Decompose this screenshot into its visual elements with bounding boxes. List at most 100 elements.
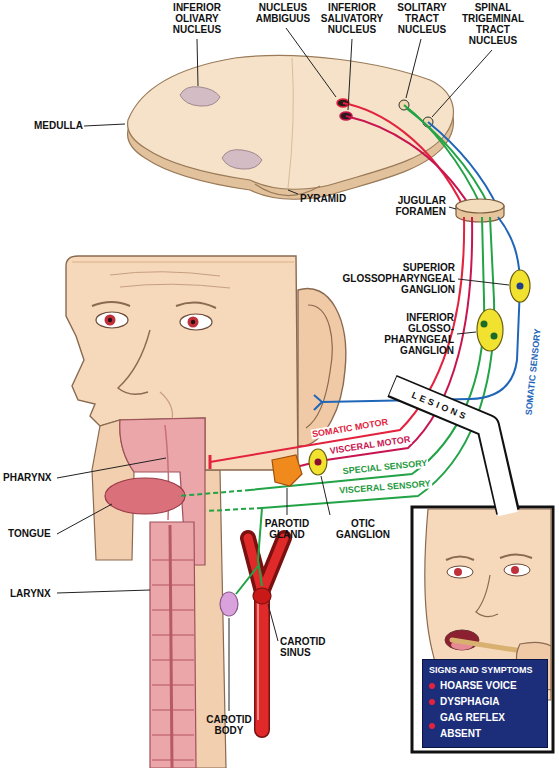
part-label: SPINAL TRIGEMINAL TRACT NUCLEUS: [456, 2, 530, 46]
part-label: LESIONS: [409, 389, 471, 422]
panel-heading: SIGNS AND SYMPTOMS: [429, 664, 541, 676]
inset-brow: [446, 555, 532, 561]
carotid-outline: [248, 538, 284, 730]
part-label: SPECIAL SENSORY: [341, 458, 429, 477]
special-sensory-nerve: [250, 217, 484, 490]
part-label: VISCERAL MOTOR: [328, 434, 412, 456]
inset-eye: [504, 564, 530, 576]
somatic-motor-fibre: [343, 103, 464, 208]
part-label: OTIC GANGLION: [333, 518, 393, 540]
inset-face: [425, 509, 551, 700]
parotid-gland: [272, 455, 302, 486]
taste-fibre: [178, 490, 250, 496]
head-cut-top: [72, 261, 294, 263]
symptom-item: DYSPHAGIA: [429, 694, 541, 710]
olivary-nucleus: [222, 150, 262, 169]
part-label: LARYNX: [10, 588, 60, 599]
part-label: MEDULLA: [34, 120, 86, 131]
part-label: JUGULAR FORAMEN: [366, 195, 446, 217]
leader-line: [229, 618, 230, 711]
somatic-motor-nerve: [210, 217, 464, 462]
symptom-text: DYSPHAGIA: [440, 694, 499, 710]
medulla-section: [128, 55, 454, 189]
pupil: [108, 318, 112, 322]
leader-line: [457, 332, 476, 334]
part-label: INFERIOR GLOSSO- PHARYNGEAL GANGLION: [370, 312, 454, 356]
visceral-sensory-fibre: [406, 108, 490, 208]
signs-panel: SIGNS AND SYMPTOMS HOARSE VOICEDYSPHAGIAG…: [422, 659, 548, 748]
part-label: VISCERAL SENSORY: [338, 478, 432, 495]
part-label: SOLITARY TRACT NUCLEUS: [390, 2, 454, 35]
bullet-dot: [429, 683, 435, 689]
part-label: INFERIOR OLIVARY NUCLEUS: [160, 2, 234, 35]
symptom-item: HOARSE VOICE: [429, 678, 541, 694]
median-fissure: [288, 58, 293, 188]
part-label: SOMATIC MOTOR: [310, 417, 389, 440]
inset-iris: [511, 566, 519, 574]
part-label: NUCLEUS AMBIGUUS: [250, 2, 316, 24]
part-label: SUPERIOR GLOSSOPHARYNGEAL GANGLION: [325, 262, 455, 295]
leader-line: [287, 488, 288, 515]
leader-line: [57, 590, 150, 593]
bullet-dot: [429, 699, 435, 705]
leader-line: [348, 39, 352, 110]
pharynx-sensory-fibre: [206, 508, 262, 511]
symptom-text: HOARSE VOICE: [440, 678, 517, 694]
otic-ganglion: [309, 449, 327, 475]
inset-nose: [476, 575, 498, 617]
ear: [298, 288, 346, 446]
leader-line: [458, 279, 509, 285]
forehead-wrinkle: [110, 272, 230, 288]
ear-endings: [314, 395, 322, 410]
carotid-branches: [248, 538, 284, 592]
leader-line: [57, 504, 112, 534]
lesion-banner: [393, 386, 508, 514]
iris: [188, 317, 199, 328]
symptom-text: GAG REFLEX ABSENT: [440, 710, 541, 742]
ganglion-cell: [315, 459, 322, 466]
somatic-sensory-nerve: [322, 217, 520, 402]
leader-line: [321, 476, 330, 515]
larynx: [150, 522, 196, 768]
cheek-line: [160, 392, 173, 420]
larynx-lumen: [170, 525, 172, 768]
part-label: CAROTID BODY: [202, 714, 256, 736]
ear-fold: [306, 305, 332, 428]
part-label: PYRAMID: [300, 193, 356, 204]
olivary-nucleus: [180, 87, 220, 106]
part-label: SOMATIC SENSORY: [523, 327, 542, 417]
part-label: PHARYNX: [3, 472, 59, 483]
part-label: CAROTID SINUS: [280, 636, 334, 658]
eye: [180, 314, 212, 330]
bullet-dot: [429, 723, 435, 729]
carotid-sinus: [253, 588, 271, 604]
nose: [118, 330, 150, 394]
part-label: TONGUE: [8, 528, 60, 539]
tongue-depressor: [452, 640, 528, 652]
leader-line: [449, 207, 456, 209]
eye: [96, 312, 128, 328]
leader-line: [432, 50, 492, 117]
leader-line: [286, 28, 336, 97]
leader-line: [288, 190, 298, 194]
tongue: [105, 478, 185, 514]
jugular-foramen-top: [456, 199, 504, 213]
ganglion-cell: [517, 283, 524, 290]
brow: [92, 302, 216, 308]
inset-iris: [454, 568, 462, 576]
pupil: [191, 320, 195, 324]
carotid-body: [220, 592, 238, 616]
superior-ganglion: [510, 270, 530, 302]
iris: [105, 315, 116, 326]
leader-line: [84, 124, 125, 126]
leader-line: [406, 39, 421, 98]
visceral-sensory-nerve: [262, 217, 494, 508]
symptom-item: GAG REFLEX ABSENT: [429, 710, 541, 742]
common-carotid: [256, 592, 269, 730]
motor-end: [209, 455, 212, 469]
special-sensory-fibre: [404, 105, 482, 208]
part-label: INFERIOR SALIVATORY NUCLEUS: [316, 2, 388, 35]
ganglion-cell: [481, 321, 488, 328]
